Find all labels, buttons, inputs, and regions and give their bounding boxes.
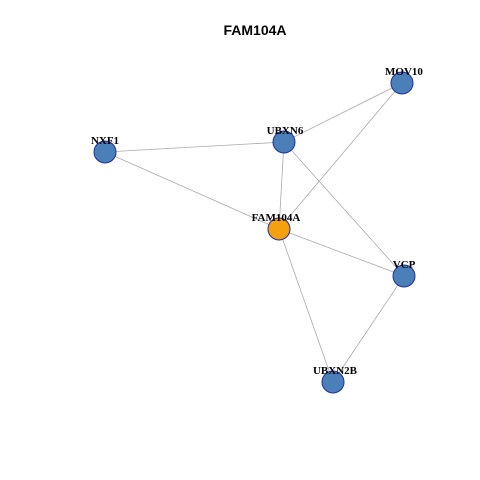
edge-vcp-ubxn2b — [332, 275, 405, 383]
node-circle-mov10[interactable] — [390, 71, 414, 95]
node-circle-ubxn2b[interactable] — [321, 370, 345, 394]
node-circle-ubxn6[interactable] — [272, 130, 296, 154]
edge-ubxn6-vcp — [283, 141, 405, 277]
node-vcp[interactable]: VCP — [392, 259, 416, 288]
node-circle-fam104a[interactable] — [267, 217, 291, 241]
edge-nxf1-ubxn6 — [104, 141, 285, 153]
node-circle-nxf1[interactable] — [93, 140, 117, 164]
edge-fam104a-ubxn2b — [278, 228, 334, 383]
node-ubxn2b[interactable]: UBXN2B — [313, 365, 358, 394]
node-label-vcp: VCP — [393, 259, 416, 271]
node-label-fam104a: FAM104A — [252, 212, 301, 224]
node-circle-vcp[interactable] — [392, 264, 416, 288]
node-mov10[interactable]: MOV10 — [385, 66, 423, 95]
node-ubxn6[interactable]: UBXN6 — [267, 125, 304, 154]
node-label-ubxn6: UBXN6 — [267, 125, 304, 137]
edge-ubxn6-fam104a — [278, 141, 285, 230]
diagram-title: FAM104A — [223, 22, 286, 38]
node-label-nxf1: NXF1 — [91, 135, 119, 147]
node-label-mov10: MOV10 — [385, 66, 423, 78]
node-label-ubxn2b: UBXN2B — [313, 365, 358, 377]
node-fam104a[interactable]: FAM104A — [252, 212, 301, 241]
edge-layer — [104, 82, 405, 383]
edge-mov10-fam104a — [278, 82, 403, 230]
edge-fam104a-vcp — [278, 228, 405, 277]
edge-ubxn6-mov10 — [283, 82, 403, 143]
node-nxf1[interactable]: NXF1 — [91, 135, 119, 164]
edge-nxf1-fam104a — [104, 151, 280, 230]
